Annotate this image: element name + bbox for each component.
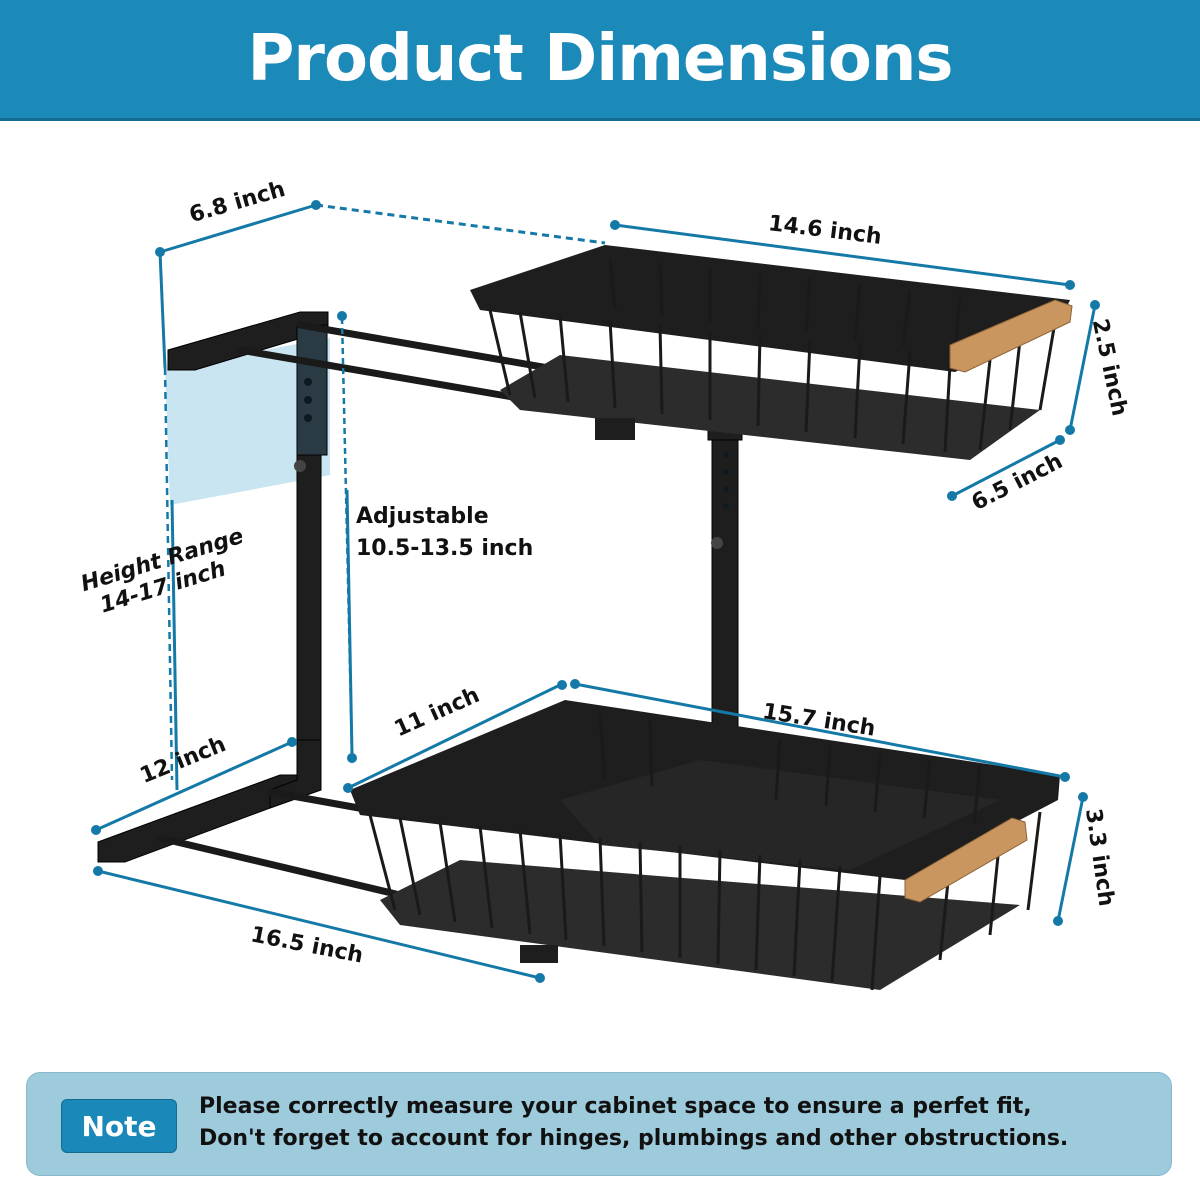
height-shade <box>165 338 330 505</box>
note-box: Note Please correctly measure your cabin… <box>26 1072 1172 1176</box>
adjust-holes <box>294 378 729 549</box>
note-badge: Note <box>61 1099 177 1153</box>
note-line-2: Don't forget to account for hinges, plum… <box>199 1126 1069 1151</box>
page-title: Product Dimensions <box>247 22 954 96</box>
dimension-lines <box>95 203 1097 980</box>
label-adjustable-range: 10.5-13.5 inch <box>356 536 534 561</box>
top-basket <box>470 245 1073 460</box>
top-wood-handle <box>949 299 1073 373</box>
note-line-1: Please correctly measure your cabinet sp… <box>199 1094 1032 1119</box>
bottom-rails <box>156 788 404 899</box>
label-adjustable: Adjustable <box>356 504 489 529</box>
dimension-endpoints <box>91 200 1100 983</box>
bottom-basket <box>350 700 1060 991</box>
header-banner: Product Dimensions <box>0 0 1200 121</box>
note-text: Please correctly measure your cabinet sp… <box>199 1091 1068 1155</box>
bottom-wood-handle <box>904 817 1028 903</box>
